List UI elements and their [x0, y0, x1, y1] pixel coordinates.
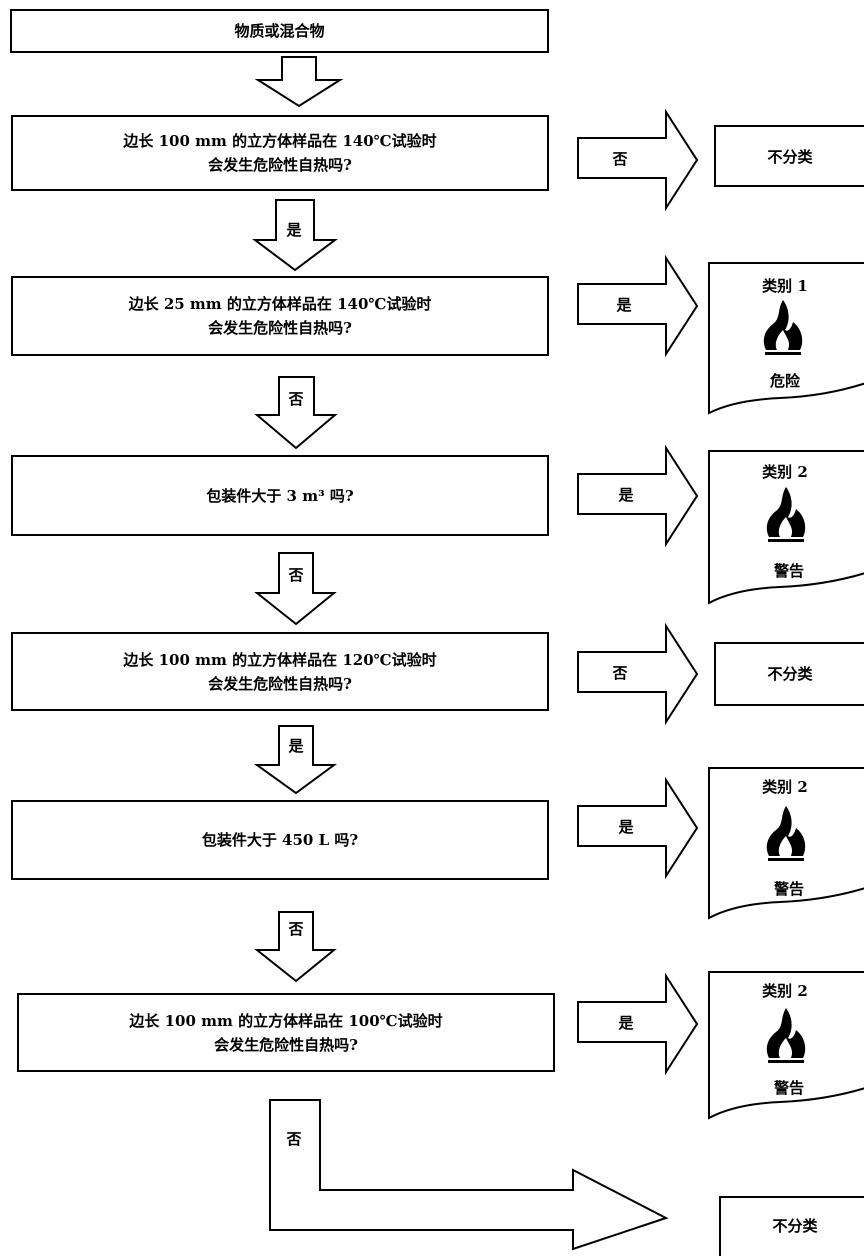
right-arrow [577, 108, 699, 212]
right-label: 是 [618, 818, 634, 836]
flame-icon [766, 1008, 806, 1063]
down-arrow [252, 199, 338, 272]
bend-arrow [269, 1099, 669, 1251]
flame-icon [766, 487, 806, 542]
right-arrow [577, 254, 699, 358]
result-category: 类别 2 [762, 982, 808, 1000]
right-arrow [577, 622, 699, 726]
result-not-classified: 不分类 [772, 1217, 818, 1235]
question-line: 会发生危险性自热吗? [208, 674, 352, 693]
question-line: 会发生危险性自热吗? [214, 1035, 358, 1054]
question-line: 边长 100 mm 的立方体样品在 140℃试验时 [123, 132, 437, 150]
question-line: 边长 100 mm 的立方体样品在 100℃试验时 [129, 1011, 443, 1030]
question-line: 包装件大于 3 m³ 吗? [206, 486, 354, 505]
down-label: 否 [288, 566, 304, 584]
down-label: 否 [286, 1130, 302, 1148]
result-box [719, 1196, 864, 1256]
right-arrow [577, 972, 699, 1076]
right-label: 是 [618, 486, 634, 504]
down-arrow [254, 376, 338, 450]
question-line: 会发生危险性自热吗? [208, 156, 352, 174]
signal-word: 警告 [773, 562, 804, 580]
down-label: 是 [288, 737, 304, 755]
question-line: 包装件大于 450 L 吗? [201, 831, 359, 849]
question-box: 边长 100 mm 的立方体样品在 120℃试验时 会发生危险性自热吗? [11, 632, 549, 711]
signal-word: 危险 [769, 372, 800, 390]
question-box: 边长 100 mm 的立方体样品在 100℃试验时 会发生危险性自热吗? [17, 993, 555, 1072]
down-arrow [254, 56, 344, 108]
down-label: 否 [288, 390, 304, 408]
down-arrow [253, 725, 338, 795]
start-label: 物质或混合物 [234, 22, 325, 40]
question-box: 边长 25 mm 的立方体样品在 140℃试验时 会发生危险性自热吗? [11, 276, 549, 356]
signal-word: 警告 [773, 1079, 804, 1097]
start-box: 物质或混合物 [10, 9, 549, 53]
right-label: 是 [616, 296, 632, 314]
flame-icon [763, 300, 803, 355]
result-not-classified: 不分类 [767, 665, 813, 683]
question-line: 边长 25 mm 的立方体样品在 140℃试验时 [128, 295, 432, 313]
right-arrow [577, 444, 699, 548]
signal-word: 警告 [773, 880, 804, 898]
right-label: 否 [612, 150, 628, 168]
down-label: 否 [288, 920, 304, 938]
question-box: 包装件大于 3 m³ 吗? [11, 455, 549, 536]
question-box: 边长 100 mm 的立方体样品在 140℃试验时 会发生危险性自热吗? [11, 115, 549, 191]
right-label: 否 [612, 664, 628, 682]
question-line: 会发生危险性自热吗? [208, 319, 352, 337]
down-label: 是 [286, 221, 302, 239]
question-line: 边长 100 mm 的立方体样品在 120℃试验时 [123, 650, 437, 669]
result-category: 类别 1 [762, 277, 808, 295]
flame-icon [766, 806, 806, 861]
right-arrow [577, 776, 699, 880]
result-category: 类别 2 [762, 463, 808, 481]
result-not-classified: 不分类 [767, 148, 813, 166]
result-box [714, 125, 864, 187]
down-arrow [254, 911, 337, 983]
result-category: 类别 2 [762, 778, 808, 796]
down-arrow [254, 552, 337, 626]
result-box [714, 642, 864, 706]
right-label: 是 [618, 1014, 634, 1032]
question-box: 包装件大于 450 L 吗? [11, 800, 549, 880]
